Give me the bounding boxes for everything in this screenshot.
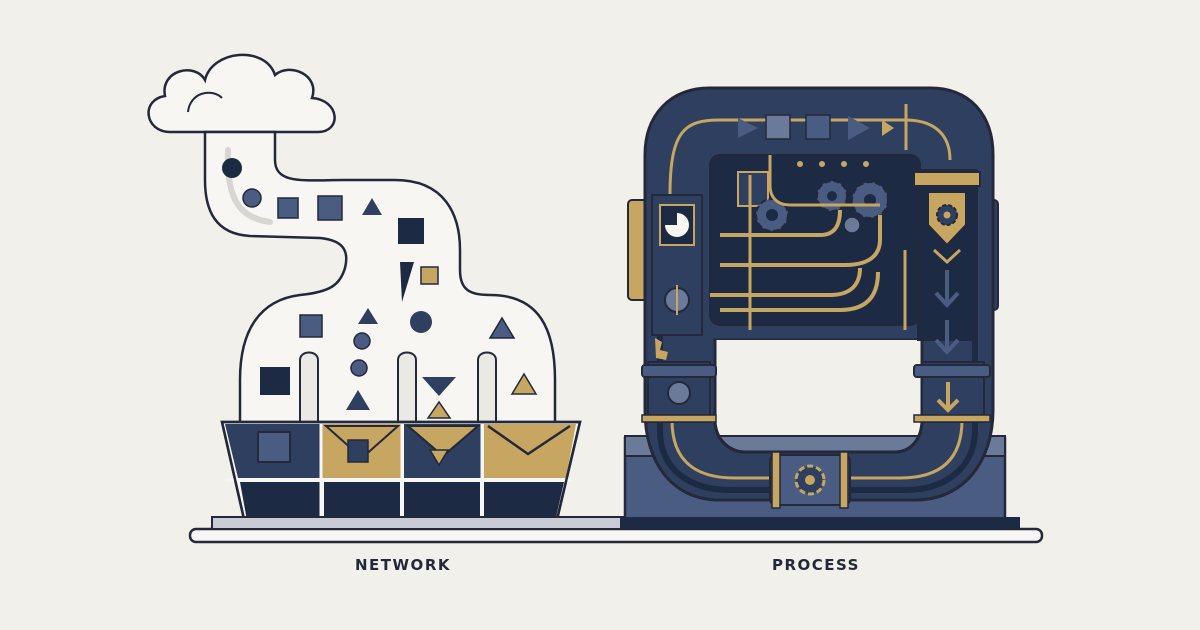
ground-line bbox=[188, 527, 1044, 544]
column-cap bbox=[913, 364, 991, 378]
packet-circle bbox=[222, 158, 242, 178]
gold-pipe bbox=[768, 155, 880, 207]
cell-square bbox=[257, 431, 291, 463]
gear-icon bbox=[936, 204, 958, 226]
pipe-coupler-band bbox=[771, 451, 781, 509]
packet-triangle-down bbox=[422, 377, 456, 396]
cloud-inner-curl bbox=[187, 91, 223, 113]
bowl-base bbox=[211, 516, 629, 530]
packet-circle bbox=[242, 188, 262, 208]
packet-square bbox=[317, 195, 343, 221]
process-label: PROCESS bbox=[772, 556, 860, 574]
column-cap bbox=[641, 364, 717, 378]
arrow-down-icon bbox=[934, 270, 960, 308]
gold-band bbox=[913, 414, 991, 423]
cloud-icon bbox=[147, 53, 336, 134]
tube-slot-3 bbox=[477, 351, 497, 425]
packet-square bbox=[260, 367, 290, 395]
grid-cell bbox=[484, 482, 564, 526]
arrow-down-icon bbox=[936, 382, 960, 413]
gear-icon bbox=[843, 216, 861, 234]
arrow-right-icon bbox=[882, 120, 894, 136]
network-tube bbox=[203, 130, 557, 427]
packet-streak bbox=[400, 262, 414, 302]
packet-circle bbox=[350, 359, 368, 377]
process-illustration bbox=[620, 86, 1020, 529]
indicator-dot bbox=[863, 161, 869, 167]
grid-cell bbox=[240, 482, 320, 526]
arrow-down-icon bbox=[934, 320, 960, 355]
packet-circle bbox=[410, 311, 432, 333]
pie-gauge-icon bbox=[665, 213, 689, 237]
gold-pipe bbox=[720, 271, 880, 312]
machine-panel bbox=[737, 171, 769, 207]
gold-pipe bbox=[710, 267, 862, 297]
packet-square bbox=[299, 314, 323, 338]
packet-square bbox=[420, 266, 439, 285]
gear-icon bbox=[851, 181, 889, 219]
gear-icon bbox=[755, 198, 789, 232]
cell-arrow bbox=[428, 449, 450, 467]
packet-square bbox=[277, 197, 299, 219]
indicator-dot bbox=[841, 161, 847, 167]
cell-square bbox=[347, 439, 369, 463]
conveyor-block bbox=[805, 114, 831, 140]
arrow-right-icon bbox=[848, 116, 870, 140]
cell-envelope bbox=[487, 424, 571, 456]
gold-pipe bbox=[720, 215, 882, 267]
chute-cap bbox=[913, 171, 981, 187]
packet-triangle bbox=[362, 198, 382, 215]
packet-triangle bbox=[346, 390, 370, 410]
conveyor-block bbox=[765, 114, 791, 140]
process-base-plate bbox=[620, 517, 1020, 529]
indicator-dot bbox=[797, 161, 803, 167]
gold-pipe bbox=[720, 209, 842, 237]
indicator-dot bbox=[819, 161, 825, 167]
packet-triangle bbox=[426, 400, 452, 419]
packet-square bbox=[398, 218, 424, 244]
gold-rail-top bbox=[668, 118, 952, 196]
gold-band bbox=[641, 414, 717, 423]
gear-icon bbox=[794, 464, 826, 496]
process-window bbox=[715, 340, 922, 425]
packet-triangle bbox=[510, 372, 538, 395]
packet-circle bbox=[353, 332, 371, 350]
chute-chevron bbox=[932, 248, 962, 265]
network-label: NETWORK bbox=[354, 556, 451, 574]
tube-slot-1 bbox=[299, 351, 319, 425]
packet-triangle bbox=[358, 308, 378, 324]
gauge-icon bbox=[667, 381, 691, 405]
arrow-right-icon bbox=[738, 118, 758, 138]
gear-icon bbox=[655, 338, 668, 360]
packet-triangle bbox=[488, 316, 516, 339]
process-frame-inner bbox=[713, 340, 924, 454]
pipe-coupler-band bbox=[839, 451, 849, 509]
cell-envelope bbox=[405, 425, 481, 458]
tube-slot-2 bbox=[397, 351, 417, 425]
network-illustration bbox=[147, 53, 629, 530]
